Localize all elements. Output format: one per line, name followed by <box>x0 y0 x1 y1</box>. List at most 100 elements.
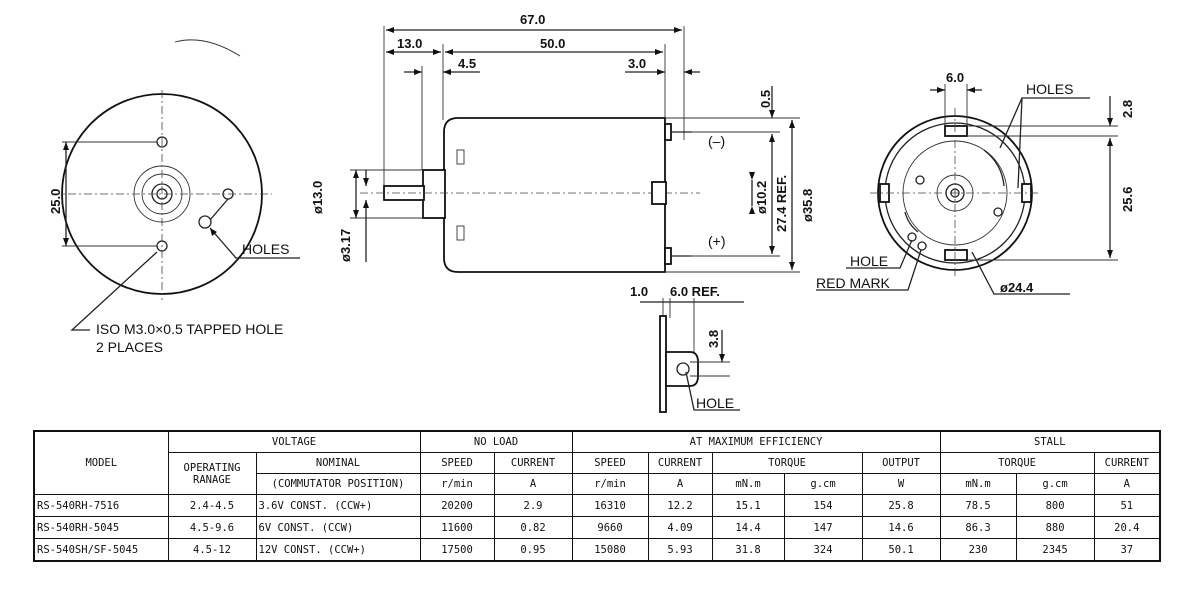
header-torque: TORQUE <box>711 452 863 474</box>
table-cell: 4.5-9.6 <box>167 516 257 539</box>
table-cell: 4.09 <box>647 516 713 539</box>
front-dim-25: 25.0 <box>48 189 63 214</box>
table-cell: 324 <box>783 538 863 562</box>
table-cell: 78.5 <box>939 494 1017 517</box>
dim-bush-dia: ø10.2 <box>754 181 769 214</box>
table-cell: 0.95 <box>493 538 573 562</box>
header-speed: SPEED <box>571 452 649 474</box>
table-cell: 14.6 <box>861 516 941 539</box>
rear-holes-label: HOLES <box>1026 81 1073 97</box>
header-current: CURRENT <box>647 452 713 474</box>
header-current: CURRENT <box>1093 452 1161 474</box>
table-cell: 17500 <box>419 538 495 562</box>
table-cell: 230 <box>939 538 1017 562</box>
table-cell: 2345 <box>1015 538 1095 562</box>
tapped-hole-note-1: ISO M3.0×0.5 TAPPED HOLE <box>96 321 283 337</box>
header-nominal: NOMINAL <box>255 452 421 474</box>
table-cell: 15.1 <box>711 494 785 517</box>
dim-rear: 3.0 <box>628 56 646 71</box>
terminal-detail: 1.0 6.0 REF. 3.8 HOLE <box>630 284 744 413</box>
table-cell: 3.6V CONST. (CCW+) <box>255 494 421 517</box>
cell-model: RS-540RH-5045 <box>33 516 169 539</box>
table-cell: 800 <box>1015 494 1095 517</box>
table-cell: 154 <box>783 494 863 517</box>
tapped-hole-note-2: 2 PLACES <box>96 339 163 355</box>
table-cell: 16310 <box>571 494 649 517</box>
table-cell: 147 <box>783 516 863 539</box>
table-cell: 4.5-12 <box>167 538 257 562</box>
red-mark-label: RED MARK <box>816 275 891 291</box>
header-max-efficiency: AT MAXIMUM EFFICIENCY <box>571 430 941 453</box>
dim-shaft-dia: ø3.17 <box>338 229 353 262</box>
header-output: OUTPUT <box>861 452 941 474</box>
table-cell: 31.8 <box>711 538 785 562</box>
table-cell: 37 <box>1093 538 1161 562</box>
header-nominal-sub: (COMMUTATOR POSITION) <box>255 473 421 495</box>
front-boss <box>422 169 446 219</box>
dim-boss-dia: ø13.0 <box>310 181 325 214</box>
unit-speed: r/min <box>419 473 495 495</box>
table-cell: 50.1 <box>861 538 941 562</box>
rear-dim-h1: 2.8 <box>1120 100 1135 118</box>
table-cell: 0.82 <box>493 516 573 539</box>
rear-dim-dia: ø24.4 <box>1000 280 1034 295</box>
detail-dim-3: 3.8 <box>706 330 721 348</box>
table-cell: 11600 <box>419 516 495 539</box>
front-view: 25.0 HOLES ISO M3.0×0.5 TAPPED HOLE 2 PL… <box>48 39 300 355</box>
unit-gcm: g.cm <box>783 473 863 495</box>
spec-table: MODEL VOLTAGE NO LOAD AT MAXIMUM EFFICIE… <box>33 430 1162 562</box>
header-operating-range: OPERATING RANAGE <box>167 452 257 495</box>
table-row: RS-540RH-7516 2.4-4.5 3.6V CONST. (CCW+)… <box>33 494 1161 517</box>
table-cell: 14.4 <box>711 516 785 539</box>
table-cell: 12V CONST. (CCW+) <box>255 538 421 562</box>
rear-view: 6.0 2.8 25.6 HOLES HOLE RED MARK ø24.4 <box>816 70 1135 295</box>
dim-gap: 0.5 <box>758 90 773 108</box>
table-cell: 15080 <box>571 538 649 562</box>
unit-mnm: mN.m <box>711 473 785 495</box>
rear-hole-label: HOLE <box>850 253 888 269</box>
table-row: RS-540RH-5045 4.5-9.6 6V CONST. (CCW) 11… <box>33 516 1161 539</box>
unit-current: A <box>647 473 713 495</box>
side-view: 67.0 13.0 50.0 4.5 3.0 (–) (+) <box>310 12 815 273</box>
rear-dim-width: 6.0 <box>946 70 964 85</box>
detail-hole-label: HOLE <box>696 395 734 411</box>
unit-gcm: g.cm <box>1015 473 1095 495</box>
header-model: MODEL <box>33 430 169 495</box>
table-cell: 5.93 <box>647 538 713 562</box>
detail-dim-2: 6.0 REF. <box>670 284 720 299</box>
dim-body-length: 50.0 <box>540 36 565 51</box>
table-cell: 9660 <box>571 516 649 539</box>
unit-w: W <box>861 473 941 495</box>
table-cell: 25.8 <box>861 494 941 517</box>
dim-ref-center: 27.4 REF. <box>774 175 789 232</box>
table-cell: 51 <box>1093 494 1161 517</box>
front-holes-label: HOLES <box>242 241 289 257</box>
table-cell: 880 <box>1015 516 1095 539</box>
table-cell: 2.9 <box>493 494 573 517</box>
unit-mnm: mN.m <box>939 473 1017 495</box>
unit-current: A <box>1093 473 1161 495</box>
table-cell: 6V CONST. (CCW) <box>255 516 421 539</box>
technical-drawing: 25.0 HOLES ISO M3.0×0.5 TAPPED HOLE 2 PL… <box>48 12 1135 413</box>
rear-dim-h2: 25.6 <box>1120 187 1135 212</box>
table-cell: 86.3 <box>939 516 1017 539</box>
table-cell: 2.4-4.5 <box>167 494 257 517</box>
dim-shaft-length: 13.0 <box>397 36 422 51</box>
dim-body-dia: ø35.8 <box>800 189 815 222</box>
table-cell: 20.4 <box>1093 516 1161 539</box>
table-cell: 12.2 <box>647 494 713 517</box>
terminal-negative: (–) <box>708 133 725 149</box>
header-voltage: VOLTAGE <box>167 430 421 453</box>
header-speed: SPEED <box>419 452 495 474</box>
detail-dim-1: 1.0 <box>630 284 648 299</box>
terminal-positive: (+) <box>708 233 726 249</box>
header-stall: STALL <box>939 430 1161 453</box>
dim-overall-length: 67.0 <box>520 12 545 27</box>
table-cell: 20200 <box>419 494 495 517</box>
header-no-load: NO LOAD <box>419 430 573 453</box>
unit-speed: r/min <box>571 473 649 495</box>
motor-can <box>443 117 666 273</box>
dim-boss: 4.5 <box>458 56 476 71</box>
header-current: CURRENT <box>493 452 573 474</box>
header-torque: TORQUE <box>939 452 1095 474</box>
